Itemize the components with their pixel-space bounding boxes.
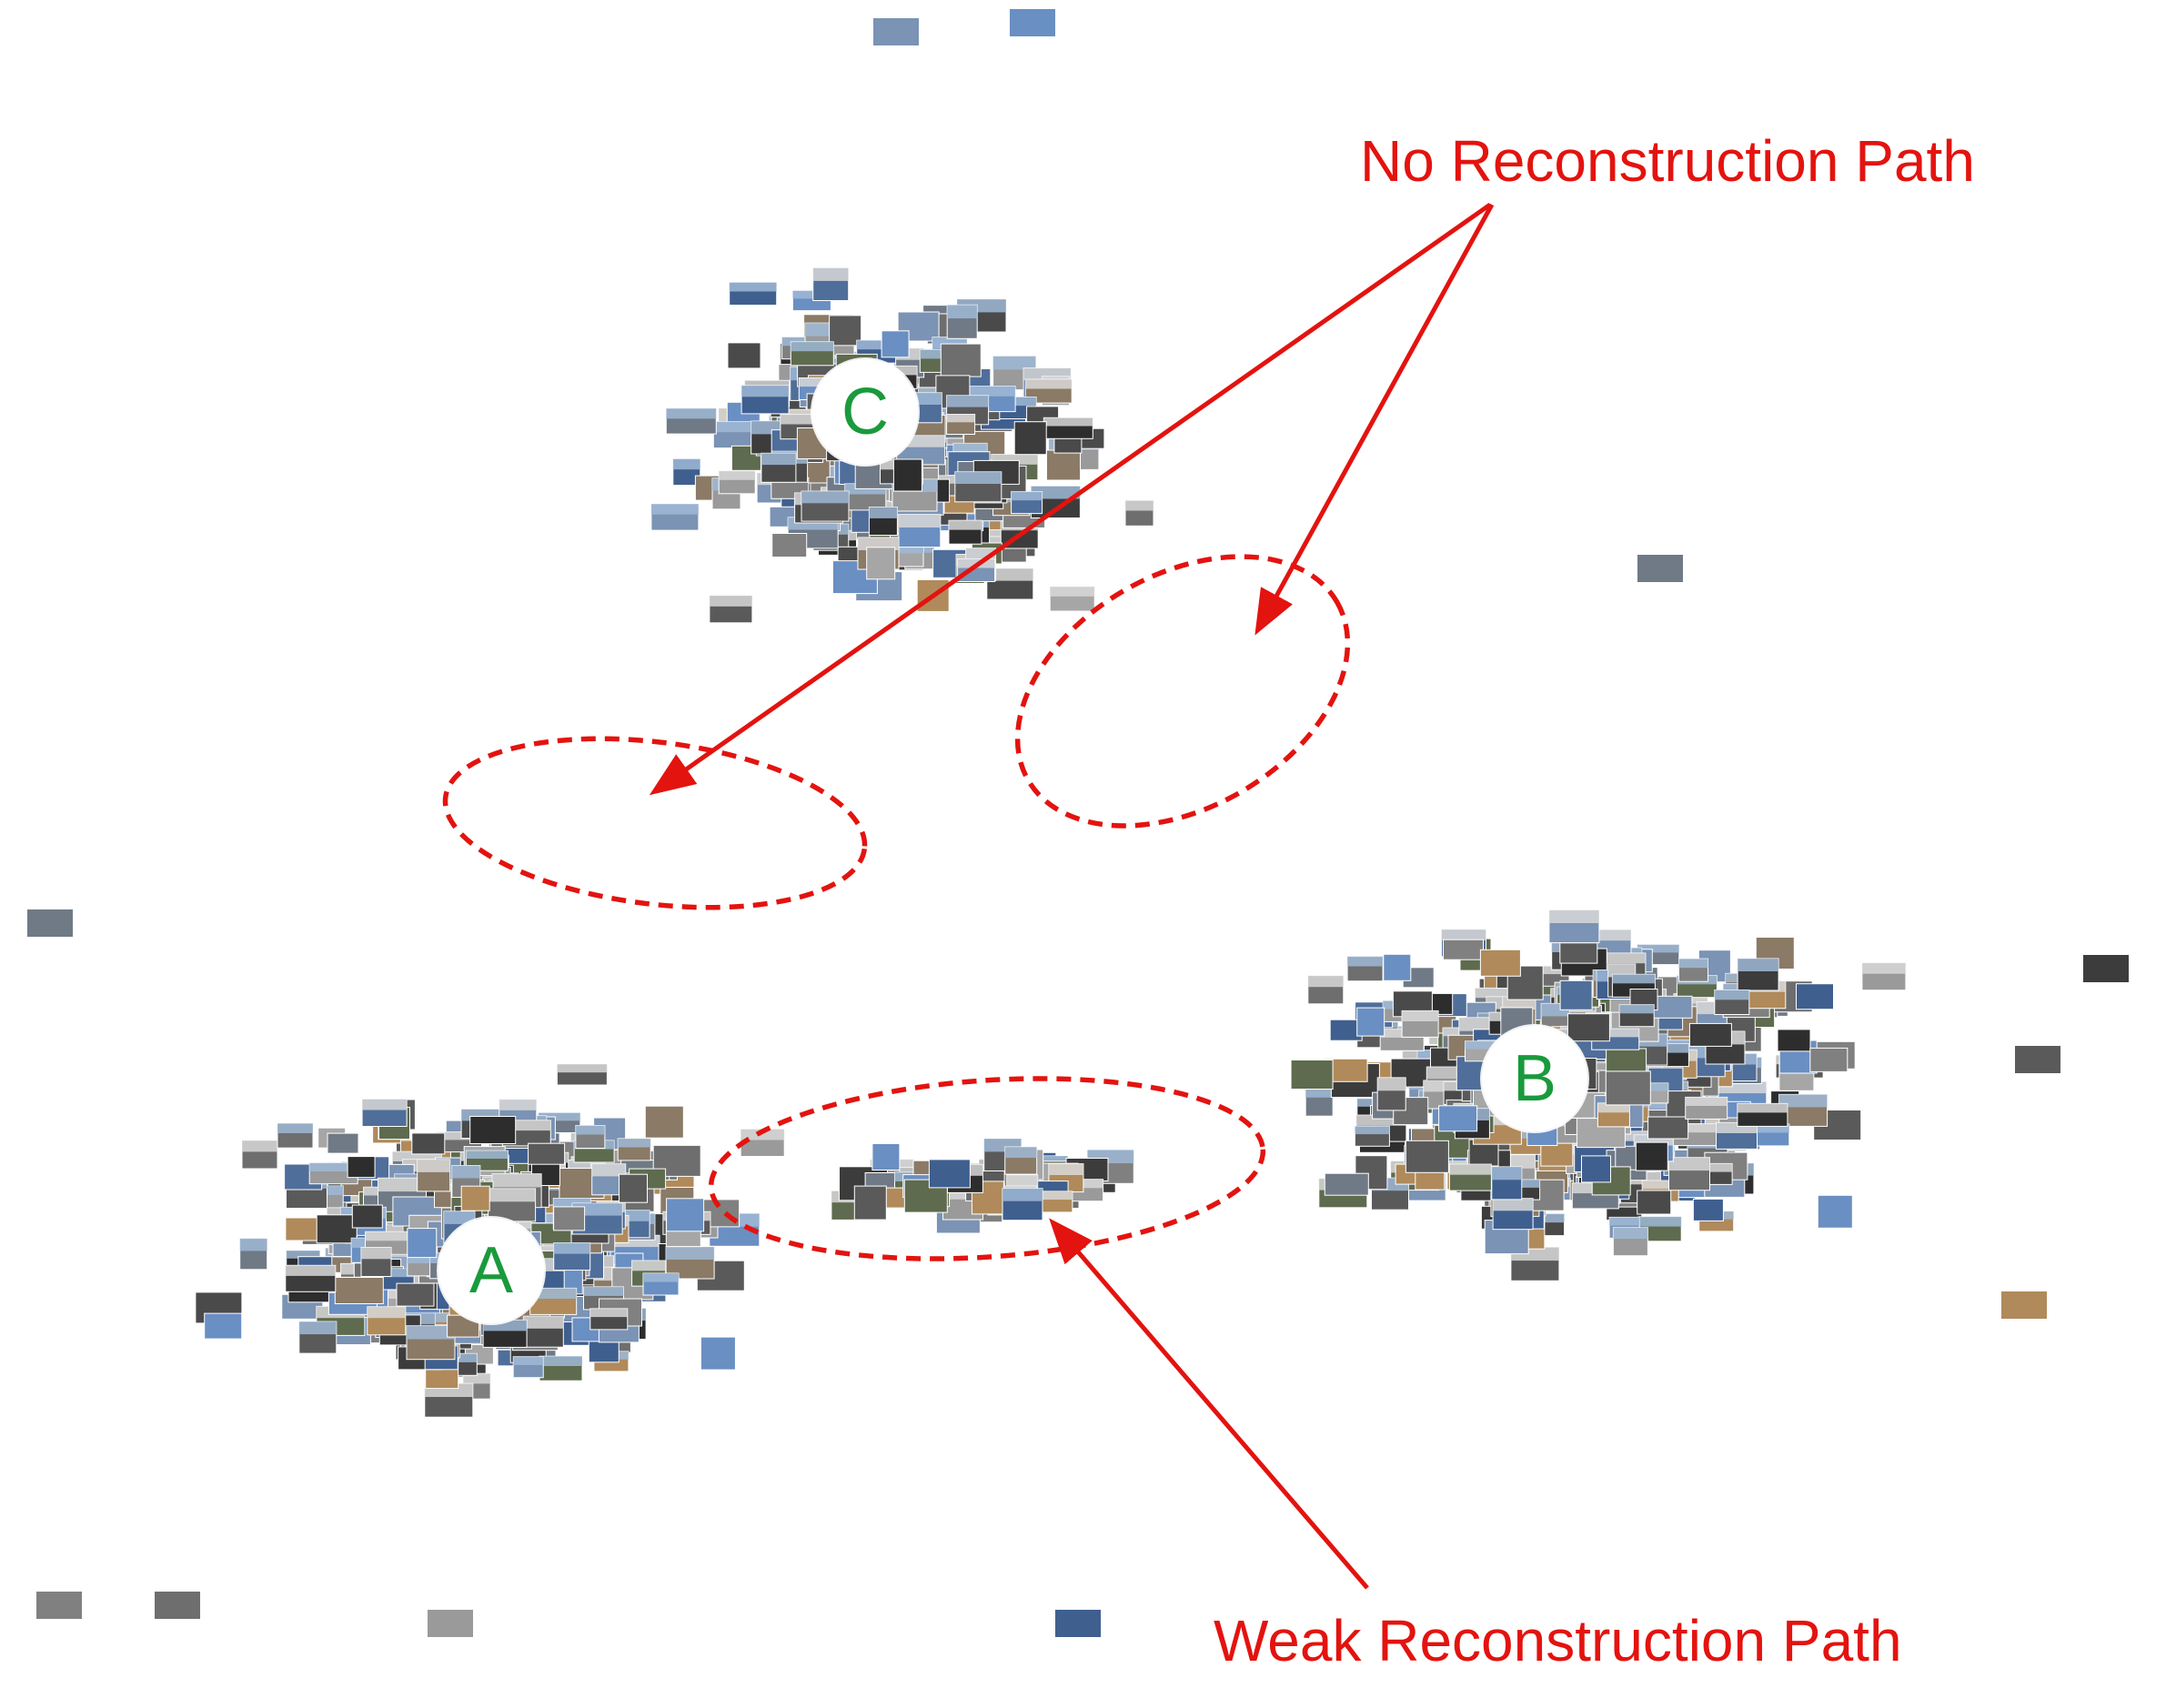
image-thumbnail bbox=[729, 282, 778, 306]
image-thumbnail bbox=[1861, 962, 1907, 991]
image-thumbnail bbox=[718, 470, 756, 495]
image-thumbnail bbox=[1346, 956, 1384, 982]
image-thumbnail bbox=[948, 519, 982, 545]
image-thumbnail bbox=[761, 452, 797, 483]
no-path-arrow-right bbox=[1254, 203, 1495, 636]
weak-path-region bbox=[708, 1076, 1266, 1261]
image-thumbnail bbox=[1011, 491, 1043, 515]
image-thumbnail bbox=[1013, 421, 1047, 456]
image-thumbnail bbox=[812, 267, 850, 301]
no-path-region-right bbox=[1014, 554, 1351, 829]
image-thumbnail bbox=[727, 342, 761, 369]
image-thumbnail bbox=[790, 341, 834, 367]
image-thumbnail bbox=[946, 414, 976, 435]
image-thumbnail bbox=[1692, 1198, 1724, 1221]
image-thumbnail bbox=[829, 315, 862, 347]
image-thumbnail bbox=[771, 533, 808, 558]
image-thumbnail bbox=[665, 407, 717, 435]
no-reconstruction-path-label: No Reconstruction Path bbox=[1360, 128, 1975, 194]
cluster-label-b: B bbox=[1482, 1026, 1587, 1131]
weak-path-arrow bbox=[1049, 1218, 1369, 1590]
image-thumbnail bbox=[801, 490, 850, 522]
image-thumbnail bbox=[709, 595, 753, 624]
image-thumbnail bbox=[1049, 586, 1095, 612]
image-thumbnail bbox=[868, 507, 898, 536]
image-thumbnail bbox=[946, 304, 978, 339]
image-thumbnail bbox=[1124, 499, 1154, 527]
image-thumbnail bbox=[898, 514, 942, 548]
cluster-label-a: A bbox=[438, 1218, 544, 1323]
image-thumbnail bbox=[892, 458, 922, 492]
image-thumbnail bbox=[940, 343, 982, 377]
image-thumbnail bbox=[1817, 1194, 1853, 1229]
no-path-arrow-left bbox=[649, 202, 1492, 796]
image-thumbnail bbox=[1307, 975, 1345, 1005]
image-thumbnail bbox=[954, 471, 1002, 503]
weak-reconstruction-path-label: Weak Reconstruction Path bbox=[1214, 1608, 1902, 1673]
cluster-c-letter: C bbox=[841, 376, 889, 448]
cluster-a-letter: A bbox=[468, 1234, 514, 1307]
image-thumbnail bbox=[1046, 449, 1081, 481]
image-thumbnail bbox=[881, 330, 910, 358]
cluster-b-letter: B bbox=[1512, 1042, 1557, 1115]
cluster-label-c: C bbox=[812, 359, 918, 465]
image-thumbnail bbox=[650, 503, 700, 531]
image-thumbnail bbox=[740, 385, 790, 415]
no-path-region-left bbox=[442, 736, 868, 910]
image-thumbnail bbox=[866, 547, 896, 580]
